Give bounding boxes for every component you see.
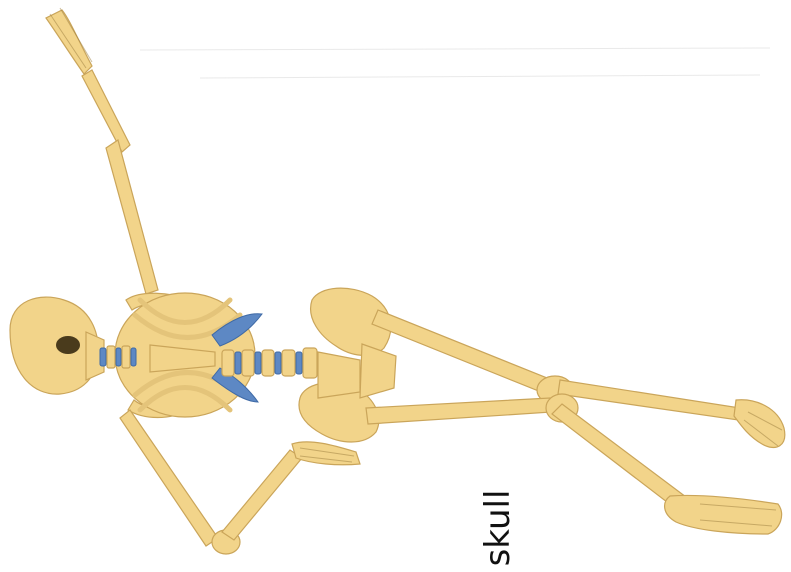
femur-upper	[372, 310, 552, 394]
cervical-spine	[100, 346, 136, 368]
femur-lower	[366, 398, 552, 424]
lumbar-spine	[222, 348, 317, 378]
skull-label: skull	[468, 488, 528, 568]
skull	[10, 297, 104, 394]
foot-lower	[665, 495, 782, 534]
foot-upper	[734, 400, 785, 448]
humerus-lower	[120, 410, 218, 546]
sacrum	[318, 352, 360, 398]
humerus-raised	[82, 70, 130, 152]
cranium	[10, 297, 98, 394]
forearm-lower	[222, 450, 302, 540]
tibia-upper	[558, 380, 740, 420]
pubis	[360, 344, 396, 398]
forearm-raised	[106, 140, 158, 294]
skull-label-text: skull	[478, 490, 518, 567]
raised-arm	[46, 8, 158, 294]
orbit	[56, 336, 80, 354]
background-texture	[140, 48, 770, 78]
